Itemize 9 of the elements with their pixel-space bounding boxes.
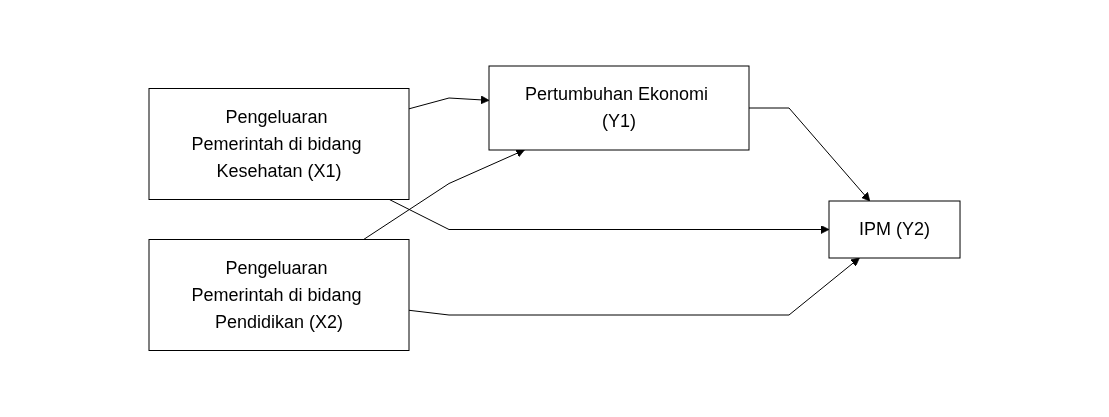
- arrow: [408, 257, 860, 316]
- arrow: [748, 107, 871, 202]
- node-box: Pertumbuhan Ekonomi (Y1): [488, 65, 750, 151]
- node-box: Pengeluaran Pemerintah di bidang Pendidikan (X2): [148, 239, 410, 352]
- node-box: IPM (Y2): [828, 200, 961, 259]
- node-box: Pengeluaran Pemerintah di bidang Kesehatan (X1): [148, 88, 410, 201]
- arrow: [363, 149, 525, 241]
- arrow: [388, 199, 830, 235]
- arrow: [408, 95, 490, 110]
